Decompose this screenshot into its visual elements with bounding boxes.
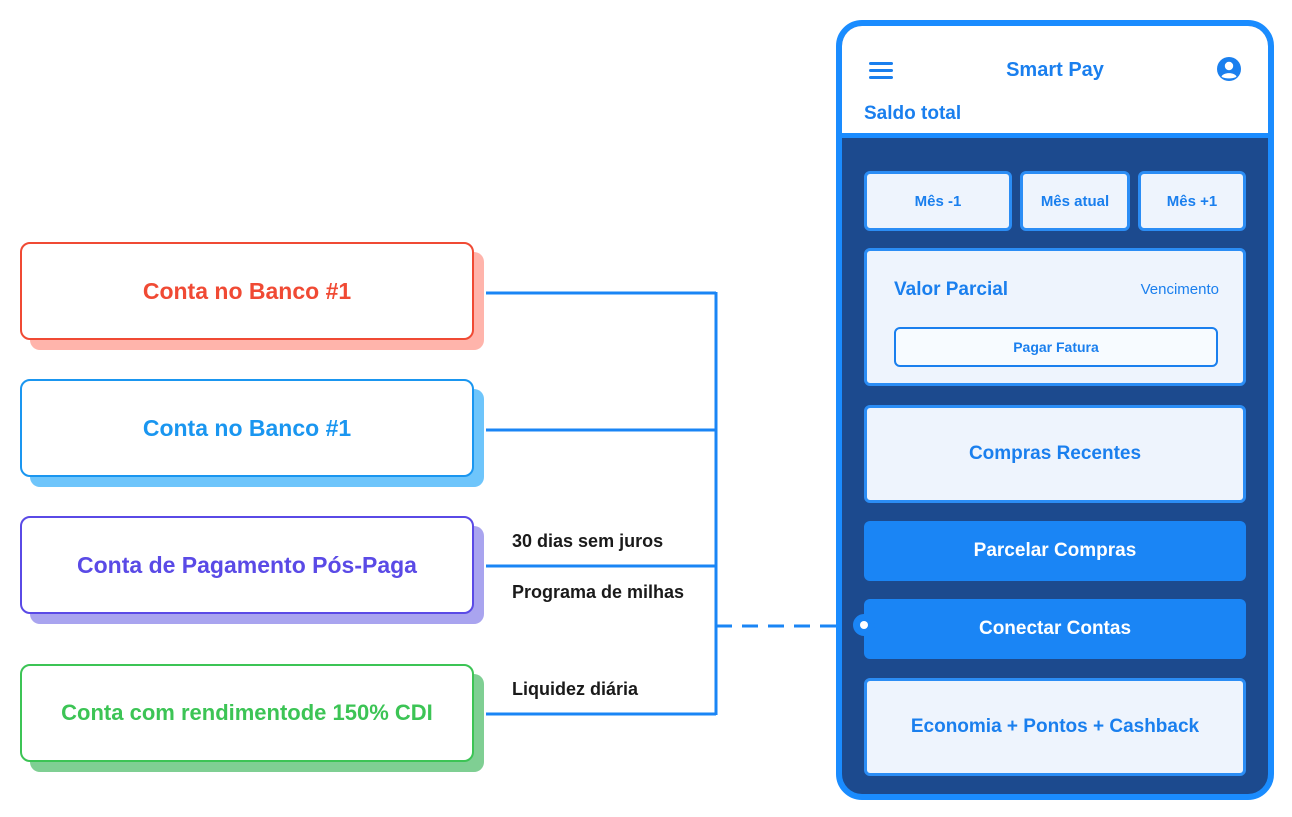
user-account-icon[interactable] xyxy=(1216,56,1242,82)
saldo-total-label: Saldo total xyxy=(864,103,962,124)
month-current-button[interactable]: Mês atual xyxy=(1020,171,1130,231)
account-card-label: Conta de Pagamento Pós-Paga xyxy=(20,516,474,614)
month-next-button[interactable]: Mês +1 xyxy=(1138,171,1246,231)
phone-header: Smart Pay Saldo total xyxy=(842,26,1268,138)
account-card-label: Conta no Banco #1 xyxy=(20,242,474,340)
parcelar-compras-button[interactable]: Parcelar Compras xyxy=(864,521,1246,581)
account-card-banco-1: Conta no Banco #1 xyxy=(20,242,486,350)
app-title: Smart Pay xyxy=(1006,59,1104,81)
valor-parcial-panel: Valor Parcial Vencimento Pagar Fatura xyxy=(864,248,1246,386)
connection-point-icon xyxy=(853,614,875,636)
month-prev-button[interactable]: Mês -1 xyxy=(864,171,1012,231)
conectar-contas-button[interactable]: Conectar Contas xyxy=(864,599,1246,659)
label-milhas: Programa de milhas xyxy=(512,582,685,602)
label-juros: 30 dias sem juros xyxy=(512,531,664,551)
hamburger-menu-icon[interactable] xyxy=(869,62,893,80)
account-card-label: Conta no Banco #1 xyxy=(20,379,474,477)
pagar-fatura-button[interactable]: Pagar Fatura xyxy=(894,327,1218,367)
account-card-pos-paga: Conta de Pagamento Pós-Paga xyxy=(20,516,486,624)
compras-recentes-panel[interactable]: Compras Recentes xyxy=(864,405,1246,503)
vencimento-label: Vencimento xyxy=(1140,281,1219,298)
account-card-label: Conta com rendimentode 150% CDI xyxy=(20,664,474,762)
account-card-banco-2: Conta no Banco #1 xyxy=(20,379,486,487)
account-card-cdi: Conta com rendimentode 150% CDI xyxy=(20,664,486,772)
phone-mockup: Smart Pay Saldo total Mês -1 Mês atual M… xyxy=(836,20,1274,800)
valor-parcial-title: Valor Parcial xyxy=(894,279,1009,300)
economia-panel[interactable]: Economia + Pontos + Cashback xyxy=(864,678,1246,776)
label-liquidez: Liquidez diária xyxy=(512,679,639,699)
